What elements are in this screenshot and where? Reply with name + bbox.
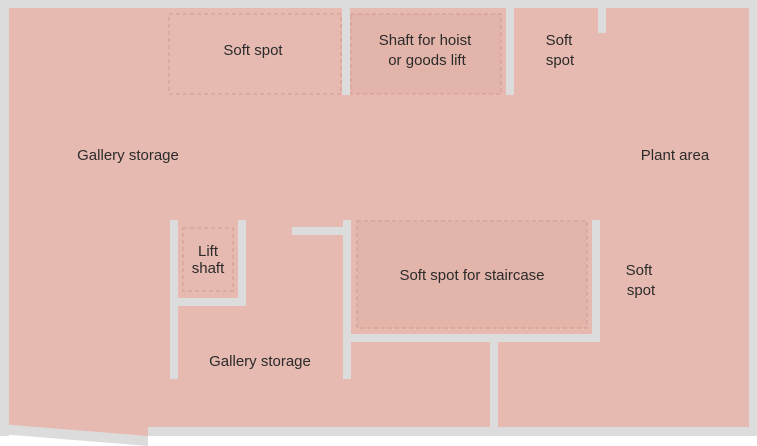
label-shaft-line-1: Shaft for hoist xyxy=(379,32,472,49)
label-plant-area: Plant area xyxy=(641,147,710,164)
label-lift-shaft-line-2: shaft xyxy=(192,260,225,277)
wall-lower-divider xyxy=(490,334,498,430)
label-soft-spot-lower-line-1: Soft xyxy=(626,262,654,279)
wall-stair-right xyxy=(592,220,600,342)
wall-top-stub xyxy=(598,8,606,33)
label-soft-spot-staircase: Soft spot for staircase xyxy=(399,267,544,284)
zones xyxy=(168,13,588,329)
staircase-zone xyxy=(357,221,587,328)
label-soft-spot-top: Soft spot xyxy=(223,42,283,59)
wall-bottom-right xyxy=(148,427,757,436)
wall-top xyxy=(0,0,757,8)
wall-lift-bottom xyxy=(170,298,246,306)
staircase-zone-outline xyxy=(356,220,588,329)
wall-top-divider-1 xyxy=(342,8,350,95)
label-gallery-storage-main: Gallery storage xyxy=(77,147,179,164)
label-soft-spot-lower-line-2: spot xyxy=(627,282,656,299)
wall-stair-left xyxy=(343,220,351,379)
wall-stair-stub xyxy=(292,227,350,235)
wall-bottom xyxy=(0,424,148,446)
interior-walls xyxy=(170,8,606,430)
lift-shaft-zone xyxy=(182,227,234,292)
wall-stair-bottom xyxy=(343,334,600,342)
label-shaft-line-2: or goods lift xyxy=(388,52,466,69)
wall-left xyxy=(0,0,9,436)
label-soft-spot-right-line-1: Soft xyxy=(546,32,574,49)
wall-right xyxy=(749,0,757,436)
label-soft-spot-right-line-2: spot xyxy=(546,52,575,69)
label-gallery-storage-lower: Gallery storage xyxy=(209,353,311,370)
soft-spot-top-zone xyxy=(168,13,342,95)
wall-lift-right xyxy=(238,220,246,300)
room-labels: Gallery storage Plant area Soft spot Sha… xyxy=(77,32,710,370)
shaft-zone-outline xyxy=(350,13,502,95)
label-lift-shaft-line-1: Lift xyxy=(198,243,219,260)
wall-top-divider-2 xyxy=(506,8,514,95)
shaft-zone xyxy=(351,14,501,94)
